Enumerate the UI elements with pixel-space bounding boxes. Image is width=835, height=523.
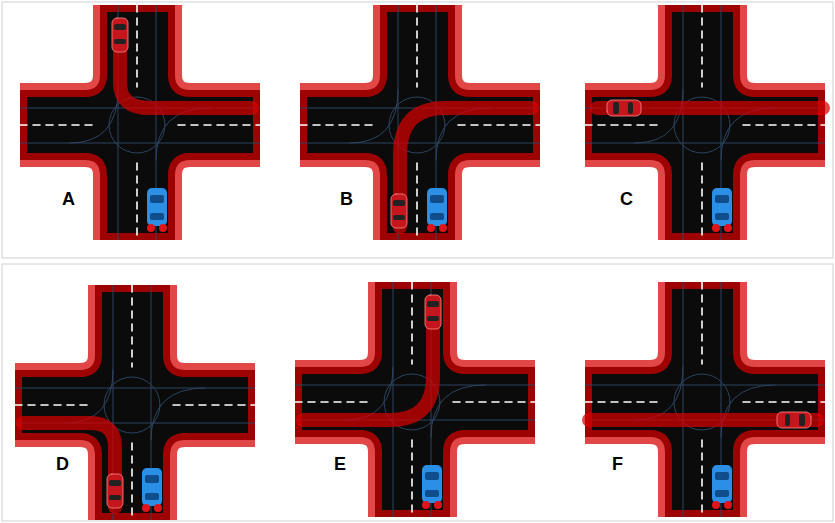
- panel-letter: D: [56, 455, 69, 473]
- panel-letter: C: [620, 190, 633, 208]
- panel-letter: E: [334, 455, 346, 473]
- panel-letter: A: [62, 190, 75, 208]
- panel-letter: F: [612, 455, 623, 473]
- panel-letter: B: [340, 190, 353, 208]
